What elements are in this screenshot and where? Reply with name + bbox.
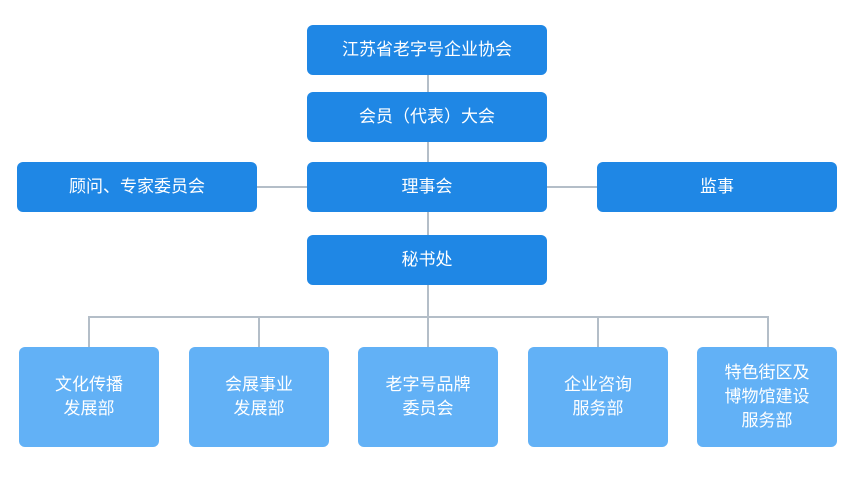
connector-council-secretariat xyxy=(427,212,429,235)
connector-root-assembly xyxy=(427,74,429,92)
assembly-node: 会员（代表）大会 xyxy=(307,92,547,142)
department-node-street-museum: 特色街区及 博物馆建设 服务部 xyxy=(697,347,837,447)
department-node-culture: 文化传播 发展部 xyxy=(19,347,159,447)
connector-drop-4 xyxy=(597,316,599,347)
department-node-brand: 老字号品牌 委员会 xyxy=(358,347,498,447)
connector-council-supervisor xyxy=(547,186,597,188)
secretariat-node: 秘书处 xyxy=(307,235,547,285)
council-node: 理事会 xyxy=(307,162,547,212)
department-node-consulting: 企业咨询 服务部 xyxy=(528,347,668,447)
connector-drop-1 xyxy=(88,316,90,347)
supervisor-node: 监事 xyxy=(597,162,837,212)
root-node: 江苏省老字号企业协会 xyxy=(307,25,547,75)
connector-drop-2 xyxy=(258,316,260,347)
department-node-exhibition: 会展事业 发展部 xyxy=(189,347,329,447)
connector-drop-5 xyxy=(767,316,769,347)
connector-secretariat-bus xyxy=(427,284,429,317)
connector-advisors-council xyxy=(257,186,307,188)
connector-assembly-council xyxy=(427,142,429,162)
advisors-node: 顾问、专家委员会 xyxy=(17,162,257,212)
connector-drop-3 xyxy=(427,316,429,347)
